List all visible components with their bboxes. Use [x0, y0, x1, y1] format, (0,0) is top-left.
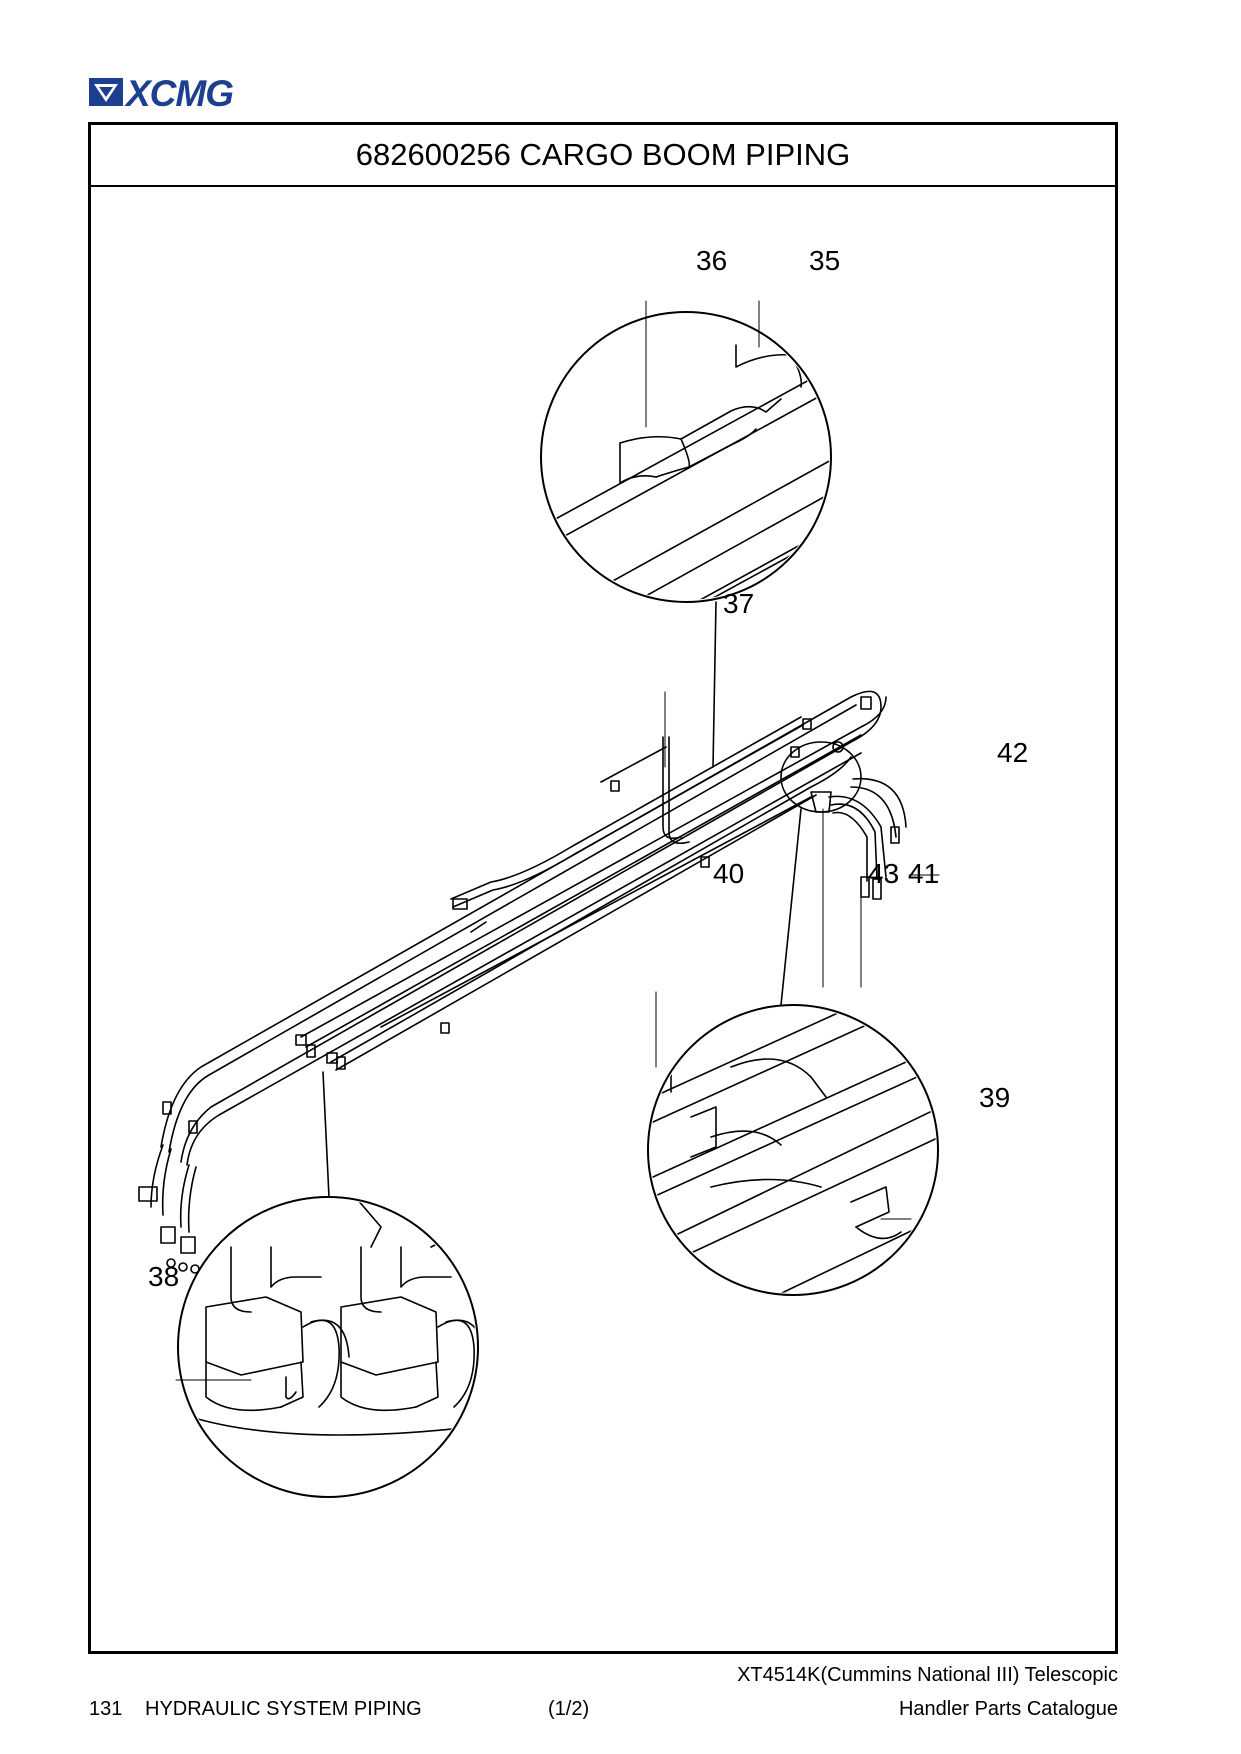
hose-harness: [138, 690, 907, 1274]
callout-43: 43: [868, 858, 900, 889]
callout-38: 38: [148, 1261, 180, 1292]
footer-page-number: 131: [89, 1698, 123, 1720]
footer-catalogue-line2: Handler Parts Catalogue: [898, 1698, 1118, 1720]
callout-39: 39: [979, 1082, 1011, 1113]
callout-41: 41: [908, 858, 940, 889]
footer-catalogue-line1: XT4514K(Cummins National III) Telescopic: [737, 1664, 1118, 1686]
diagram-title: 682600256 CARGO BOOM PIPING: [355, 137, 851, 172]
footer-section: HYDRAULIC SYSTEM PIPING: [145, 1698, 422, 1720]
diagram-frame: 682600256 CARGO BOOM PIPING: [88, 122, 1118, 1654]
callout-36: 36: [696, 245, 728, 276]
xcmg-emblem-icon: [89, 78, 123, 106]
xcmg-logo: XCMG: [88, 73, 248, 114]
callout-37: 37: [723, 588, 755, 619]
callout-35: 35: [809, 245, 841, 276]
diagram-title-bar: 682600256 CARGO BOOM PIPING: [91, 125, 1115, 187]
footer-sheet: (1/2): [548, 1698, 590, 1720]
detail-view-left: [175, 1196, 479, 1498]
exploded-parts-drawing: [138, 300, 940, 1498]
callout-42: 42: [997, 737, 1029, 768]
detail-view-top: [540, 300, 832, 603]
brand-name: XCMG: [126, 73, 234, 114]
detail-view-right: [647, 991, 939, 1296]
callout-40: 40: [713, 858, 745, 889]
